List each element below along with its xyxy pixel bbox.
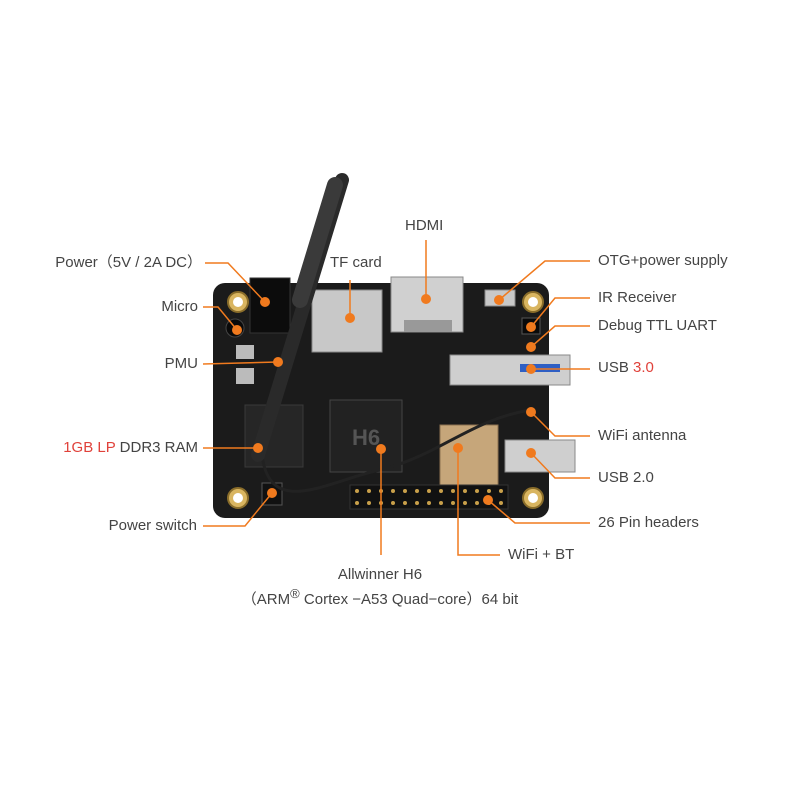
leader-lines: [202, 240, 590, 556]
usb3-prefix: USB: [598, 359, 634, 376]
ram-type: DDR3 RAM: [115, 439, 198, 456]
usb2-port: [504, 439, 576, 473]
inductor: [236, 345, 254, 359]
registered-mark: ®: [290, 586, 300, 601]
soc-chip-label: H6: [352, 425, 380, 450]
mounting-holes: [227, 291, 544, 509]
gpio-pin: [499, 489, 503, 493]
gpio-pin: [451, 489, 455, 493]
gpio-pin: [391, 489, 395, 493]
wifi-bt-module: [439, 424, 499, 486]
gpio-pin: [463, 501, 467, 505]
ram-size: 1GB LP: [63, 439, 116, 456]
gpio-pin: [415, 501, 419, 505]
inductor: [236, 368, 254, 384]
label-pin-headers: 26 Pin headers: [598, 514, 699, 531]
gpio-pin: [487, 489, 491, 493]
gpio-pin: [475, 501, 479, 505]
gpio-pin: [367, 489, 371, 493]
label-micro: Micro: [161, 298, 198, 315]
label-soc: Allwinner H6: [337, 566, 423, 583]
callout-dots: [232, 294, 536, 505]
gpio-pin: [499, 501, 503, 505]
label-usb2: USB 2.0: [598, 469, 654, 486]
gpio-pin: [439, 489, 443, 493]
label-power: Power（5V / 2A DC）: [55, 254, 202, 271]
label-otg: OTG+power supply: [598, 252, 728, 269]
label-uart: Debug TTL UART: [598, 317, 717, 334]
antenna-cable: [260, 408, 531, 493]
label-hdmi: HDMI: [405, 217, 444, 234]
label-usb3: USB 3.0: [598, 359, 654, 377]
soc-detail-prefix: （ARM: [241, 591, 291, 608]
gpio-pin: [427, 489, 431, 493]
label-soc-detail: （ARM® Cortex −A53 Quad−core）64 bit: [0, 585, 760, 609]
dc-power-jack: [249, 277, 291, 334]
label-wifi-bt: WiFi + BT: [508, 546, 575, 563]
gpio-pin: [355, 489, 359, 493]
gpio-pin: [355, 501, 359, 505]
gpio-pin: [403, 489, 407, 493]
gpio-pin: [391, 501, 395, 505]
label-ram: 1GB LP DDR3 RAM: [63, 439, 198, 457]
label-pmu: PMU: [164, 355, 198, 372]
usb3-version: 3.0: [633, 359, 654, 376]
gpio-pin: [367, 501, 371, 505]
soc-detail-suffix: Cortex −A53 Quad−core）64 bit: [299, 591, 519, 608]
gpio-pin: [439, 501, 443, 505]
gpio-pin: [403, 501, 407, 505]
soc-chip: [329, 399, 403, 473]
gpio-pin: [475, 489, 479, 493]
gpio-pin: [427, 501, 431, 505]
gpio-pin: [415, 489, 419, 493]
label-ir: IR Receiver: [598, 289, 677, 306]
gpio-pin: [451, 501, 455, 505]
gpio-pin: [463, 489, 467, 493]
label-power-switch: Power switch: [108, 517, 197, 534]
label-tf-card: TF card: [330, 254, 382, 271]
label-wifi-antenna: WiFi antenna: [598, 427, 687, 444]
